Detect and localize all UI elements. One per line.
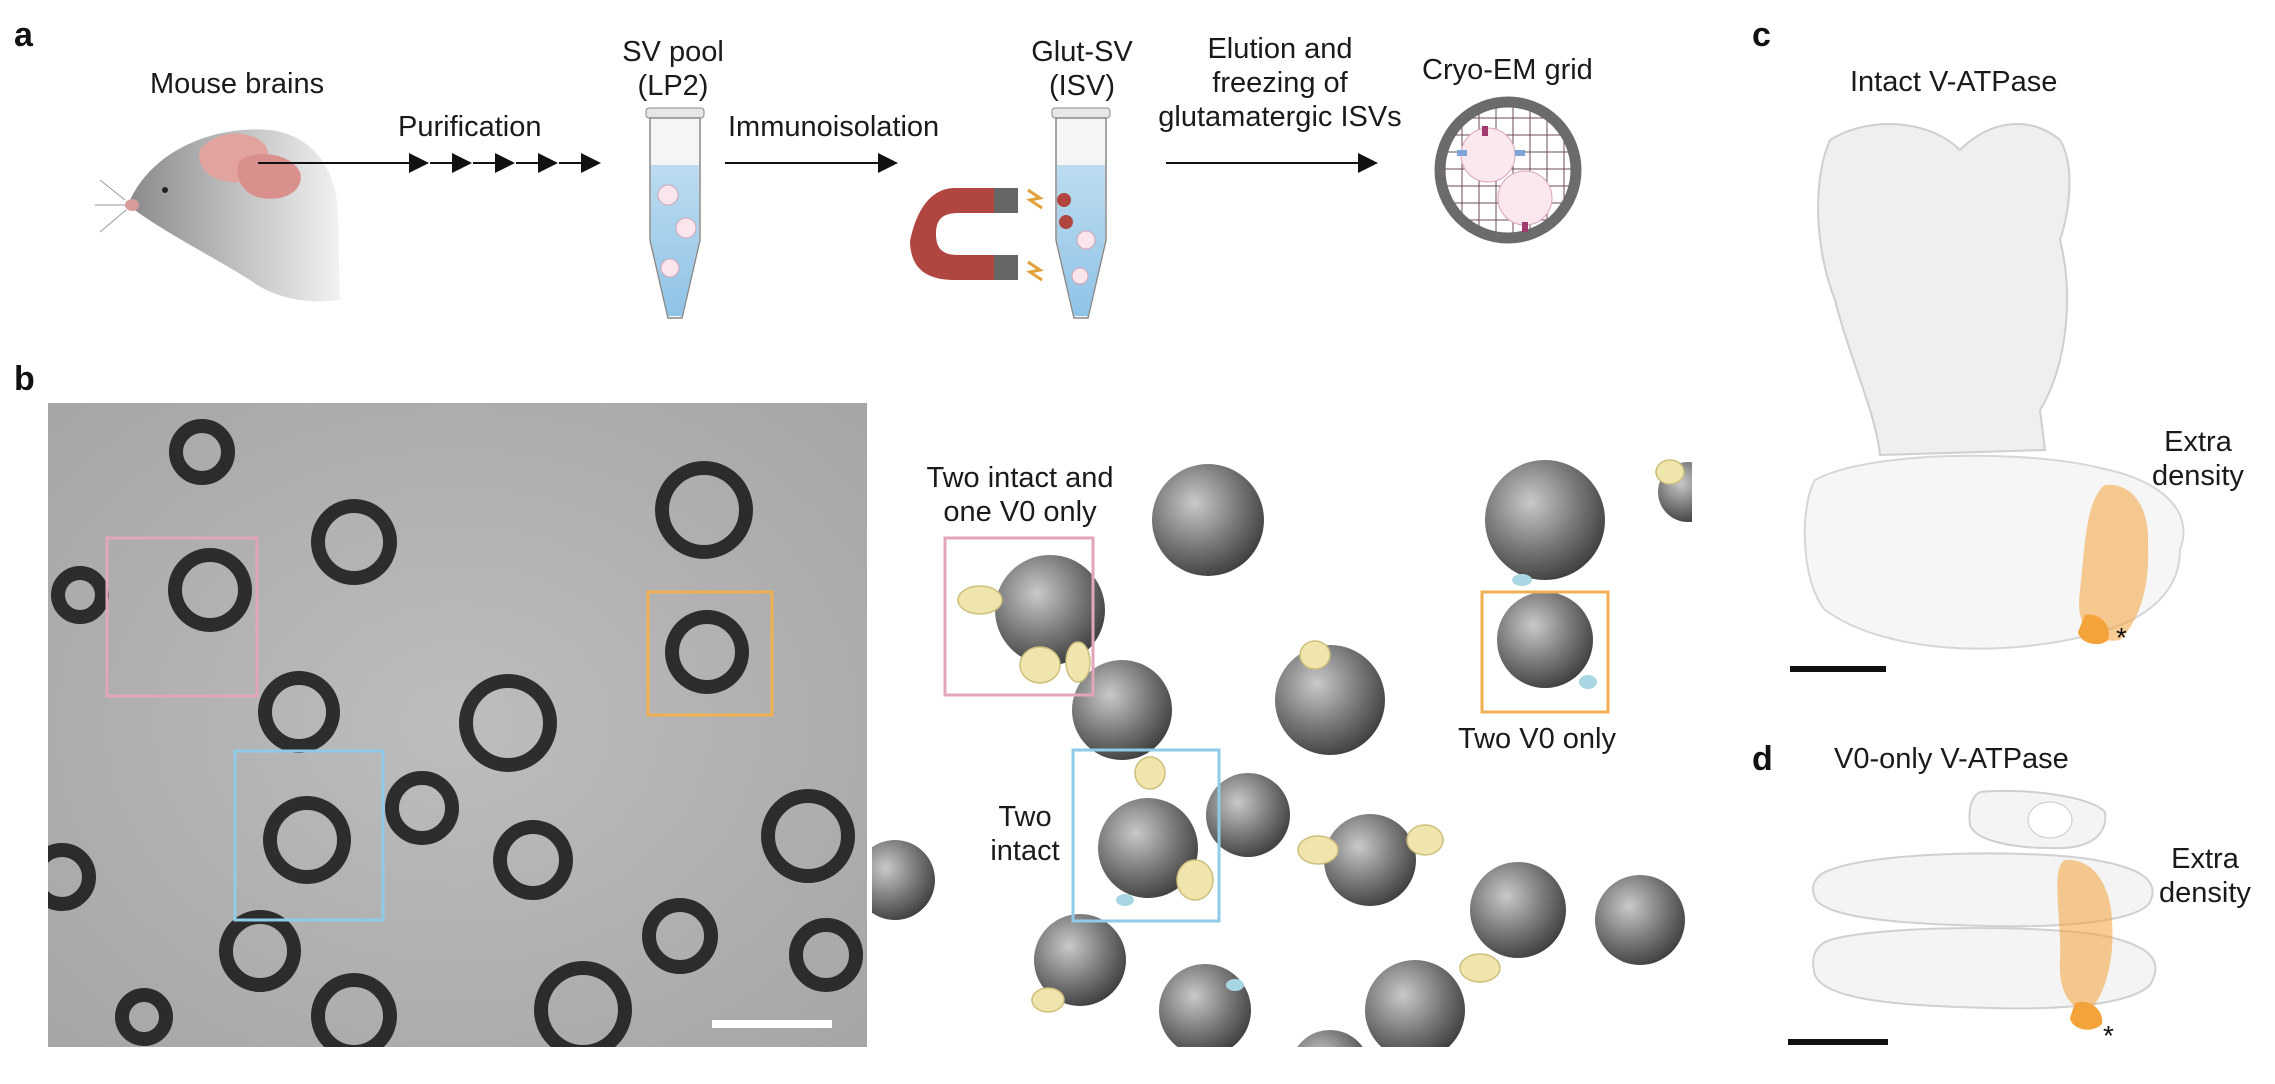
label-purification: Purification bbox=[398, 111, 542, 143]
label-cryo-em-grid: Cryo-EM grid bbox=[1422, 54, 1593, 86]
intact-vatpase-map bbox=[1790, 123, 2185, 672]
orange-box bbox=[646, 590, 774, 717]
label-two-intact-one-v0: Two intact and one V0 only bbox=[926, 462, 1114, 528]
pink-box bbox=[105, 536, 259, 698]
label-intact-vatpase: Intact V-ATPase bbox=[1850, 66, 2058, 98]
mouse-illustration bbox=[95, 129, 340, 302]
label-two-intact: Two intact bbox=[990, 801, 1060, 867]
glut-sv-tube bbox=[1051, 107, 1111, 319]
panel-label-a: a bbox=[14, 16, 33, 54]
blue-box bbox=[233, 749, 385, 922]
magnet-icon bbox=[910, 188, 1044, 282]
sv-pool-tube bbox=[645, 107, 705, 319]
panel-label-d: d bbox=[1752, 740, 1773, 778]
panel-label-c: c bbox=[1752, 16, 1771, 54]
tomogram-slice bbox=[48, 403, 867, 1047]
scale-bar-b bbox=[712, 1020, 832, 1028]
label-immunoisolation: Immunoisolation bbox=[728, 111, 940, 143]
label-elution: Elution and freezing of glutamatergic IS… bbox=[1158, 33, 1402, 133]
label-two-v0-only: Two V0 only bbox=[1458, 723, 1616, 755]
label-sv-pool: SV pool (LP2) bbox=[622, 36, 724, 102]
cryo-em-grid-icon bbox=[1434, 96, 1582, 244]
label-extra-density-c: Extra density bbox=[2152, 426, 2244, 492]
v0-only-vatpase-map bbox=[1788, 789, 2157, 1045]
label-glut-sv: Glut-SV (ISV) bbox=[1031, 36, 1133, 102]
label-v0-only-vatpase: V0-only V-ATPase bbox=[1834, 743, 2069, 775]
scale-bar-c bbox=[1790, 666, 1886, 672]
segmentation-render bbox=[872, 459, 1692, 1047]
asterisk-d: * bbox=[2103, 1020, 2114, 1051]
label-mouse-brains: Mouse brains bbox=[150, 68, 325, 100]
label-extra-density-d: Extra density bbox=[2159, 843, 2251, 909]
scale-bar-d bbox=[1788, 1039, 1888, 1045]
asterisk-c: * bbox=[2116, 622, 2127, 653]
panel-label-b: b bbox=[14, 360, 35, 398]
